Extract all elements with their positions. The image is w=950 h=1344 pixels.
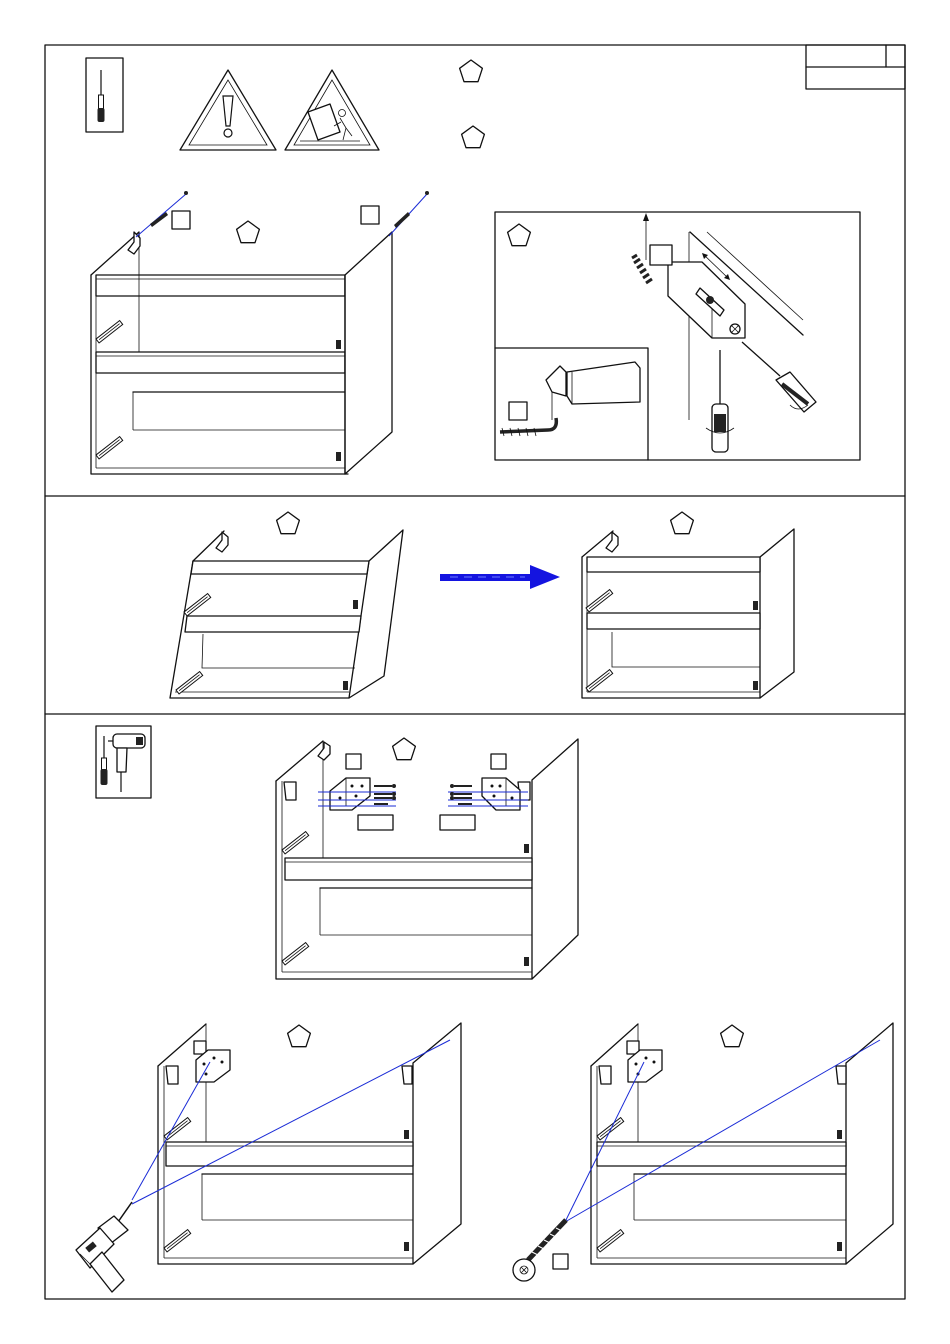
part-label-square-icon (346, 754, 361, 769)
step-marker-pentagon-icon (237, 221, 260, 243)
screw-icon (374, 784, 396, 804)
part-label-box (440, 815, 475, 830)
cabinet-drilling (76, 1023, 461, 1292)
warning-tipping-icon (285, 70, 379, 150)
part-label-square-icon (509, 402, 527, 420)
warning-exclamation-icon (180, 70, 276, 150)
step-1 (86, 58, 860, 474)
screw-icon (394, 191, 429, 228)
step-marker-pentagon-icon (462, 126, 485, 148)
step-marker-pentagon-icon (508, 224, 531, 246)
cabinet-screwing (513, 1023, 893, 1281)
screw-icon (450, 784, 472, 804)
cabinet-skewed (170, 512, 403, 698)
step-marker-pentagon-icon (671, 512, 694, 534)
step-marker-pentagon-icon (721, 1025, 744, 1047)
drill-icon (108, 734, 145, 792)
tool-box (96, 726, 151, 798)
step-marker-pentagon-icon (288, 1025, 311, 1047)
cabinet-illustration (276, 738, 578, 979)
cabinet-illustration (91, 191, 429, 474)
part-label-square-icon (172, 211, 190, 229)
screwdriver-icon (101, 736, 108, 785)
screw-icon (632, 255, 652, 283)
part-label-square-icon (491, 754, 506, 769)
cabinet-straight (582, 512, 794, 698)
corner-bracket (330, 778, 370, 810)
part-label-square-icon (553, 1254, 568, 1269)
arrow-right-icon (440, 565, 560, 589)
step-2 (170, 512, 794, 698)
corner-bracket (482, 778, 520, 810)
part-label-box (358, 815, 393, 830)
step-marker-pentagon-icon (460, 60, 483, 82)
screwdriver-icon (742, 342, 816, 412)
detail-box (495, 212, 860, 460)
screwdriver-icon (98, 70, 105, 122)
drill-icon (76, 1202, 132, 1292)
tool-box (86, 58, 123, 132)
step-3 (76, 726, 893, 1292)
screwdriver-icon (706, 350, 734, 452)
part-label-square-icon (361, 206, 379, 224)
step-marker-pentagon-icon (277, 512, 300, 534)
step-marker-pentagon-icon (393, 738, 416, 760)
title-box (806, 45, 905, 89)
screw-icon (513, 1220, 566, 1281)
